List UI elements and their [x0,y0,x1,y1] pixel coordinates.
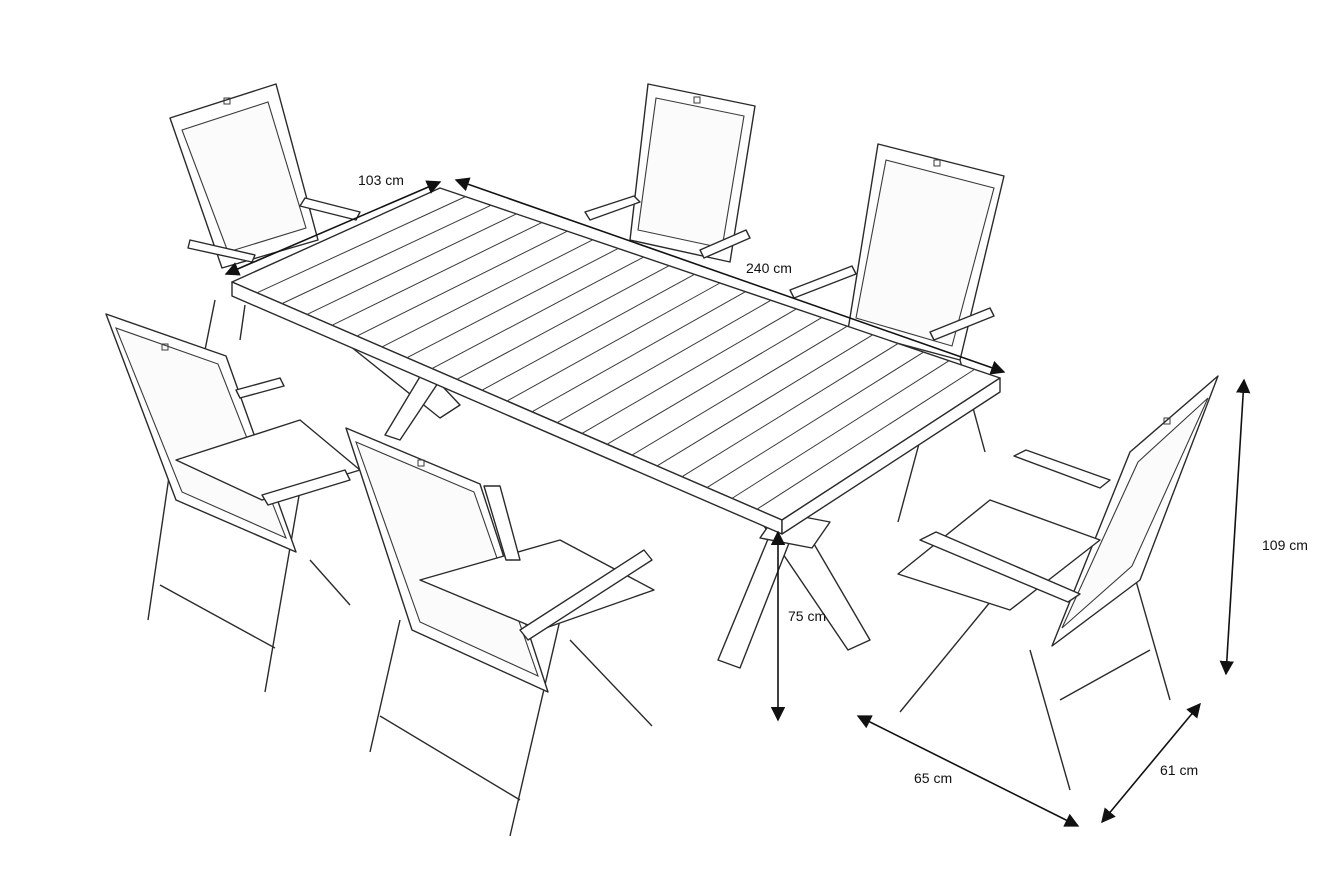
table-width-label: 103 cm [358,172,404,188]
table-length-arrow [454,177,1006,375]
table-height-label: 75 cm [788,608,827,624]
table-length-label: 240 cm [746,260,792,276]
table-slat-line [731,360,950,499]
table-slat-line [706,351,924,488]
table-slat-line [756,368,975,510]
chair-front-right [897,375,1219,791]
chair-front-left [105,313,361,693]
chair-depth-label: 61 cm [1160,762,1199,778]
chair-width-arrow [856,715,1080,827]
chair-front-middle [345,427,655,837]
chair-back-middle [584,83,756,263]
chair-width-label: 65 cm [914,770,953,786]
dimension-arrows [224,177,1251,827]
chair-height-arrow [1219,378,1251,676]
table-width-arrow [224,180,442,276]
chair-depth-arrow [1101,702,1201,824]
chair-height-label: 109 cm [1262,537,1308,553]
